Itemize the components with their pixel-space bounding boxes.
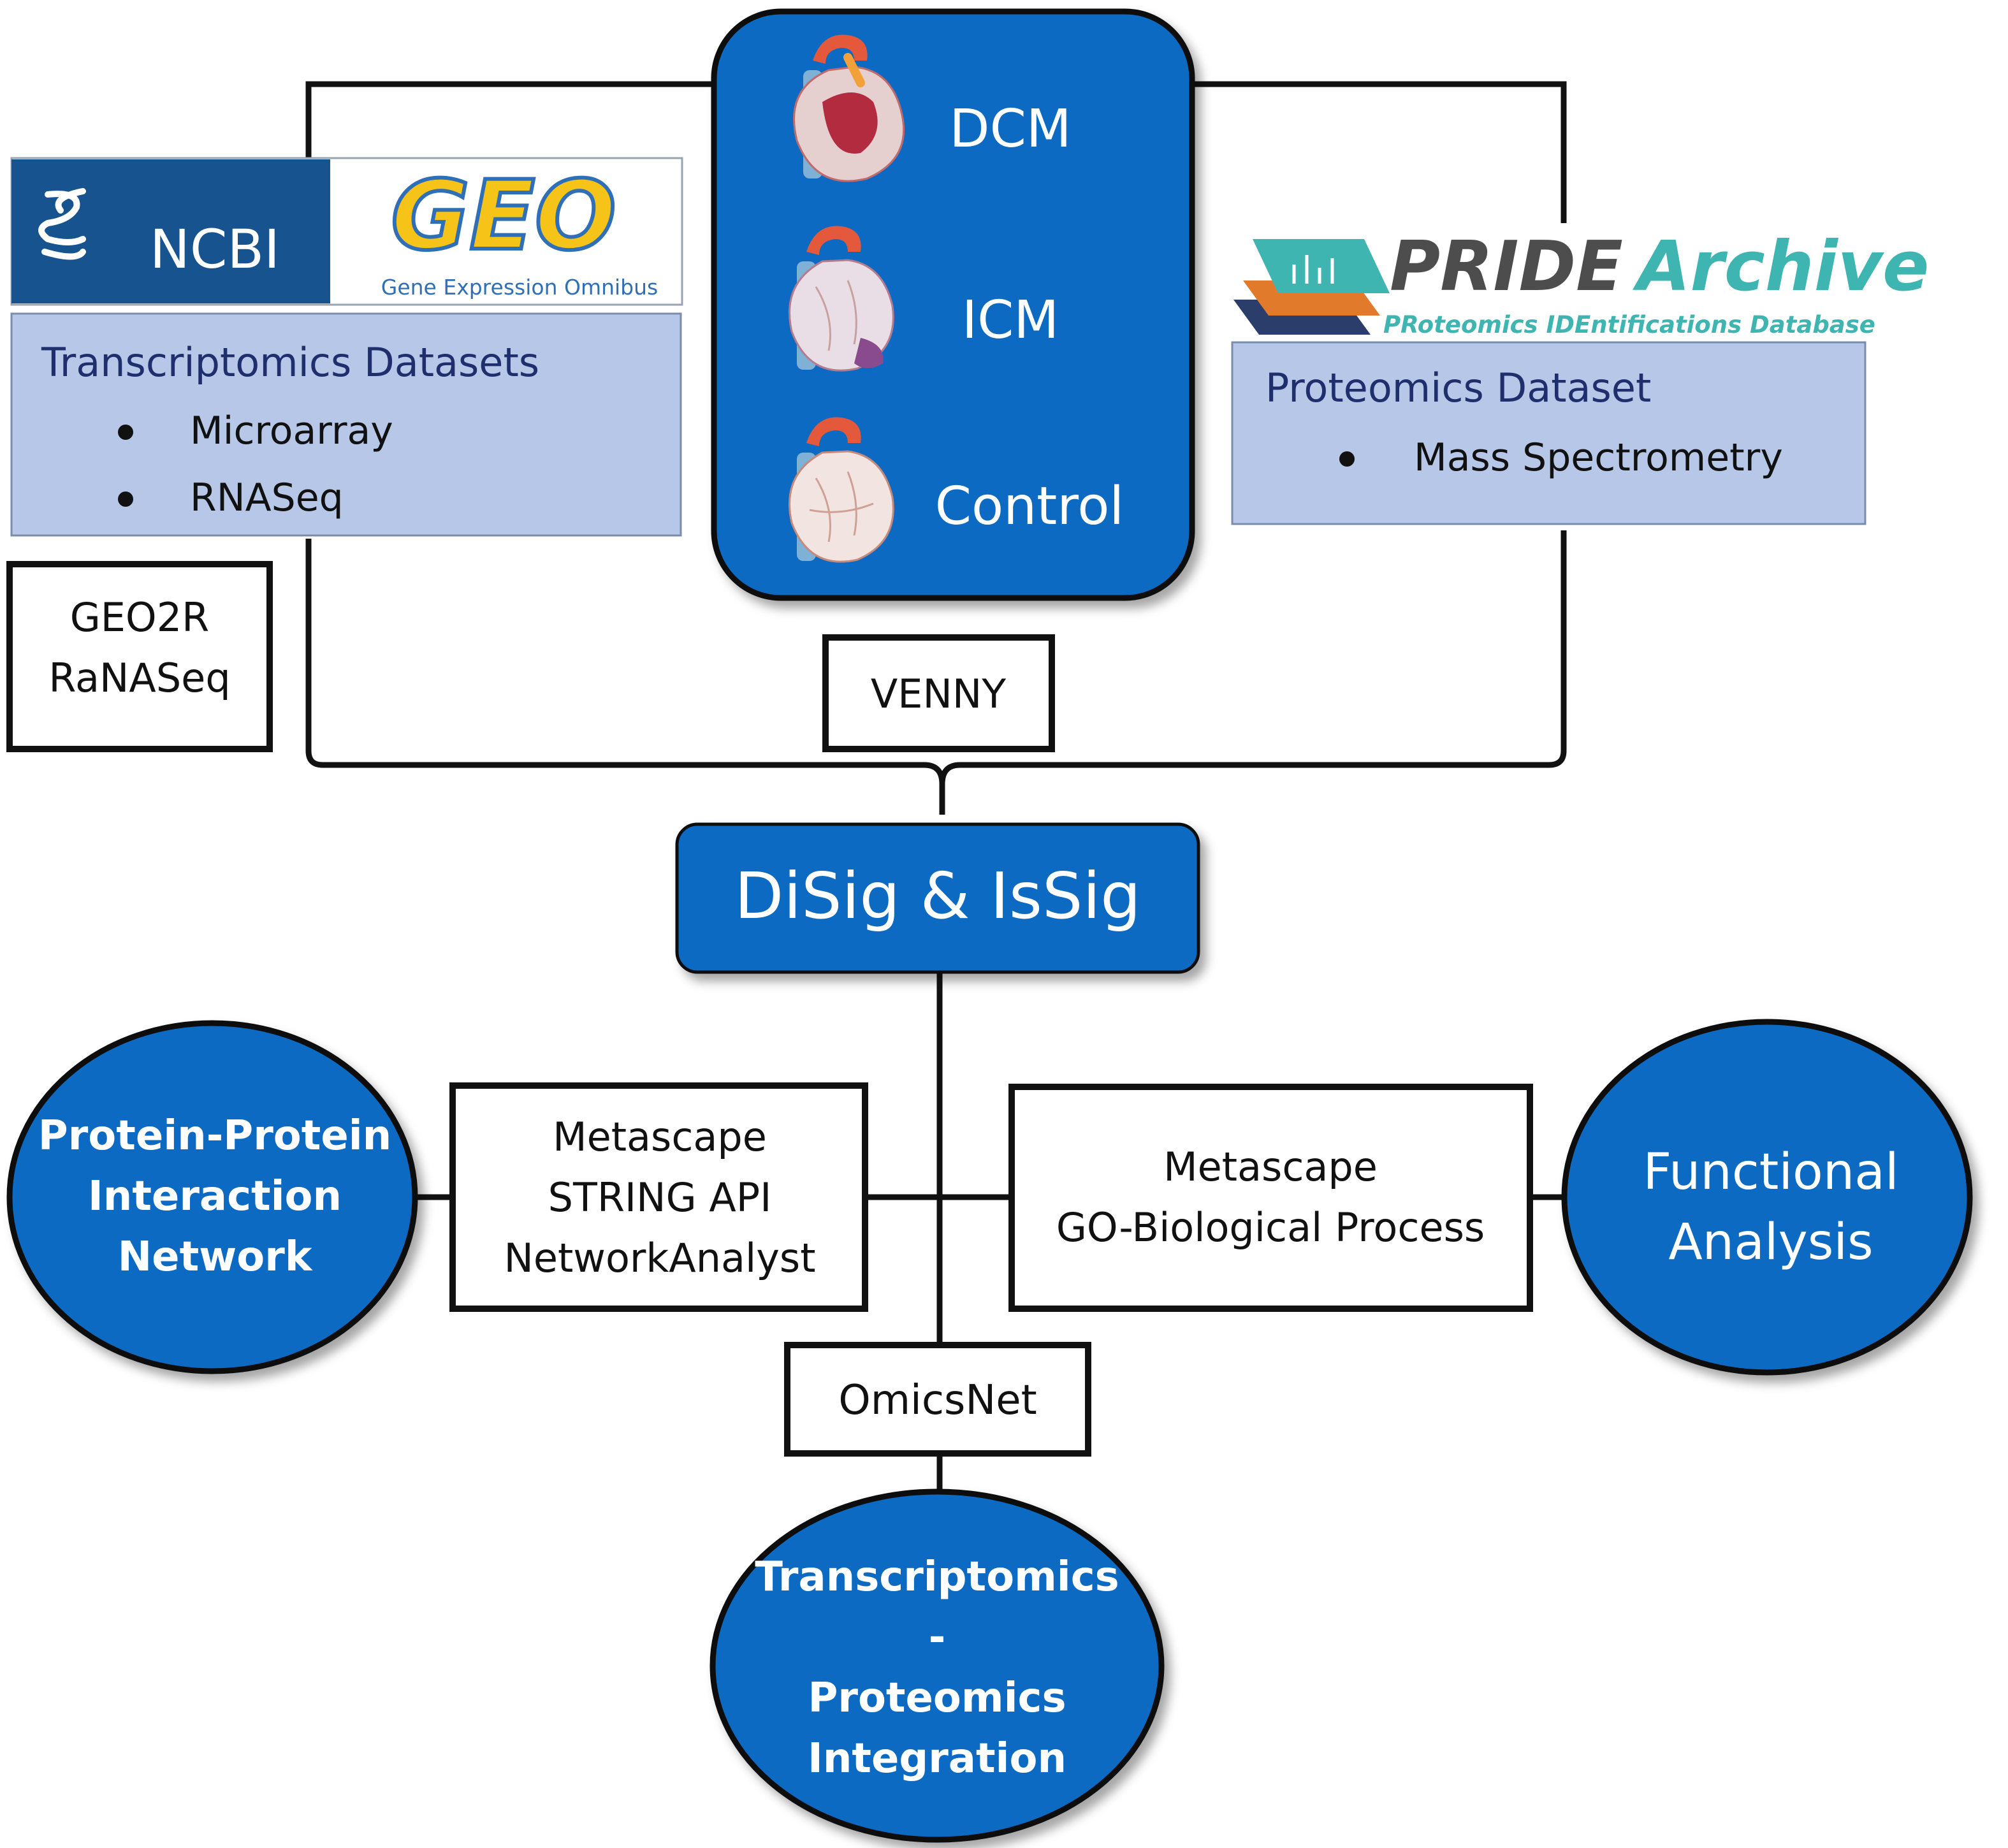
ppi-tools-line-1: Metascape [553,1114,767,1160]
integration-line-1: Transcriptomics [755,1553,1119,1601]
conditions-box: DCM ICM Control [711,8,1195,601]
ppi-tools-box: Metascape STRING API NetworkAnalyst [449,1082,868,1312]
pride-title-a: PRIDE [1390,227,1623,307]
geo-logo: GEO Gene Expression Omnibus [381,159,658,300]
omicsnet-box: OmicsNet [784,1342,1091,1457]
func-tools-line-2: GO-Biological Process [1056,1204,1485,1251]
connector-right-top [1189,81,1567,223]
proteomics-panel: Proteomics Dataset Mass Spectrometry [1231,341,1866,525]
heart-control-icon [789,417,894,563]
ppi-line-2: Interaction [88,1173,342,1220]
pride-title-b: Archive [1632,227,1929,307]
geo2r-box: GEO2R RaNASeq [6,561,273,752]
functional-line-2: Analysis [1668,1214,1873,1271]
ncbi-geo-logos: NCBI GEO Gene Expression Omnibus [10,157,683,306]
geo-logo-subtitle: Gene Expression Omnibus [381,275,658,300]
transcriptomics-panel: Transcriptomics Datasets Microarray RNAS… [10,312,682,537]
venny-box: VENNY [822,634,1055,752]
ppi-network-node: Protein-Protein Interaction Network [6,1020,418,1374]
func-tools-box: Metascape GO-Biological Process [1008,1084,1533,1312]
disig-issig-label: DiSig & IsSig [734,859,1140,933]
geo-logo-text: GEO [391,161,616,272]
heart-dcm-icon [793,34,905,182]
proteomics-item-mass-spec: Mass Spectrometry [1414,435,1783,480]
functional-analysis-node: Functional Analysis [1561,1019,1973,1376]
connector-bottom-bracket [305,530,1567,815]
integration-line-2: - [929,1614,946,1661]
integration-node: Transcriptomics - Proteomics Integration [709,1488,1165,1843]
proteomics-title: Proteomics Dataset [1265,365,1651,411]
ncbi-logo: NCBI [11,159,330,303]
ppi-tools-line-2: STRING API [548,1174,772,1221]
condition-label-dcm: DCM [949,99,1071,159]
integration-line-3: Proteomics [808,1675,1066,1722]
func-tools-line-1: Metascape [1163,1144,1378,1190]
integration-line-4: Integration [808,1735,1066,1782]
venny-label: VENNY [871,671,1006,717]
ppi-line-1: Protein-Protein [38,1112,391,1160]
condition-label-icm: ICM [962,290,1059,351]
pride-stack-icon [1233,239,1390,335]
geo2r-line-2: RaNASeq [48,655,230,701]
pride-subtitle: PRoteomics IDEntifications Database [1383,311,1875,338]
connector-left-top [305,81,717,159]
functional-line-1: Functional [1643,1144,1898,1201]
ncbi-logo-text: NCBI [150,218,280,280]
disig-issig-box: DiSig & IsSig [675,822,1200,974]
ppi-line-3: Network [118,1233,313,1281]
heart-icm-icon [789,226,894,372]
bullet-icon [1339,451,1355,467]
transcriptomics-item-microarray: Microarray [190,409,393,453]
condition-label-control: Control [935,476,1124,537]
ncbi-helix-icon [38,188,86,260]
transcriptomics-title: Transcriptomics Datasets [41,339,539,386]
omicsnet-label: OmicsNet [838,1377,1037,1424]
ppi-tools-line-3: NetworkAnalyst [504,1235,815,1281]
geo2r-line-1: GEO2R [70,594,210,641]
bullet-icon [118,425,133,440]
transcriptomics-item-rnaseq: RNASeq [190,476,344,520]
bullet-icon [118,491,133,507]
